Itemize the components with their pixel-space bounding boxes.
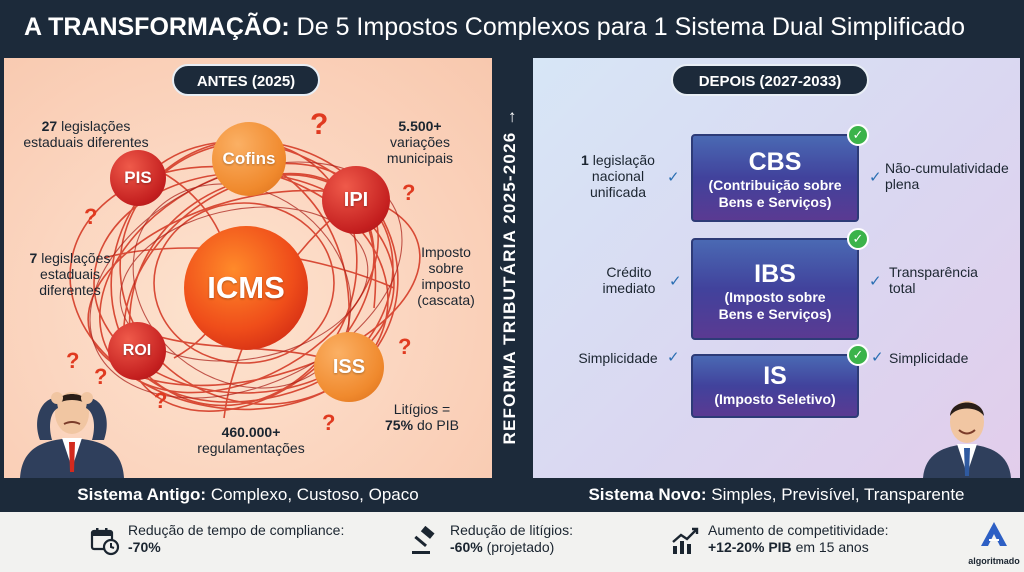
title-bold: A TRANSFORMAÇÃO: [24,13,290,41]
label-legislacao-unificada: 1 legislação nacional unificada [581,152,655,200]
brand-logo-icon [981,522,1007,546]
box-is: IS (Imposto Seletivo) [691,354,859,418]
growth-chart-icon [672,527,699,554]
check-mark-icon: ✓ [871,349,884,366]
calendar-clock-icon [90,528,120,556]
check-mark-icon: ✓ [669,273,682,290]
question-mark-icon: ? [94,364,108,389]
panel-before: ANTES (2025) 27 legislações estaduais di… [4,58,492,478]
label-simplicidade-left: Simplicidade [578,350,658,366]
question-mark-icon: ? [66,348,80,373]
divider-text: REFORMA TRIBUTÁRIA 2025-2026 → [500,107,519,445]
question-mark-icon: ? [84,204,98,229]
question-mark-icon: ? [398,334,412,359]
label-regulamentacoes: 460.000+regulamentações [197,424,305,456]
label-27-legislacoes: 27 legislações estaduais diferentes [23,118,149,150]
question-mark-icon: ? [310,108,329,141]
label-transparencia-total: Transparência total [889,264,978,296]
label-5500-variacoes: 5.500+ variações municipais [386,118,454,166]
check-icon: ✓ [847,124,869,146]
tax-bubble-icms: ICMS [184,226,308,350]
tax-bubble-ipi: IPI [322,166,390,234]
metric-competitividade: Aumento de competitividade:+12-20% PIB e… [708,522,889,555]
box-ibs: IBS (Imposto sobre Bens e Serviços) [691,238,859,340]
gavel-icon [412,526,435,554]
title-bar: A TRANSFORMAÇÃO: De 5 Impostos Complexos… [0,0,1024,56]
tax-bubble-cofins: Cofins [212,122,286,196]
check-mark-icon: ✓ [869,169,882,186]
brand-logo: algoritmado [968,518,1020,568]
tax-bubble-pis: PIS [110,150,166,206]
question-mark-icon: ? [402,180,416,205]
panel-after: DEPOIS (2027-2033) CBS (Contribuição sob… [533,58,1020,478]
title-rest: De 5 Impostos Complexos para 1 Sistema D… [296,13,966,41]
check-icon: ✓ [847,228,869,250]
label-simplicidade-right: Simplicidade [889,350,969,366]
tax-bubble-iss: ISS [314,332,384,402]
metric-litigios: Redução de litígios:-60% (projetado) [450,522,573,555]
label-cascata: Imposto sobre imposto (cascata) [417,244,475,308]
question-mark-icon: ? [154,388,168,413]
check-mark-icon: ✓ [667,169,680,186]
footer-old-system: Sistema Antigo: Complexo, Custoso, Opaco [77,485,419,504]
happy-man-icon [923,401,1011,478]
check-mark-icon: ✓ [869,273,882,290]
before-pill: ANTES (2025) [172,64,320,96]
divider-bar [492,58,533,478]
stressed-man-icon [20,392,124,478]
label-credito-imediato: Crédito imediato [602,264,656,296]
tax-bubble-roi: ROI [108,322,166,380]
label-nao-cumulatividade: Não-cumulatividade plena [885,160,1009,192]
metric-compliance: Redução de tempo de compliance:-70% [128,522,345,555]
box-cbs: CBS (Contribuição sobre Bens e Serviços) [691,134,859,222]
after-pill: DEPOIS (2027-2033) [671,64,869,96]
label-7-legislacoes: 7 legislações estaduais diferentes [29,250,111,298]
check-icon: ✓ [847,344,869,366]
label-litigios: Litígios =75% do PIB [385,401,459,433]
question-mark-icon: ? [322,410,336,435]
page-title: A TRANSFORMAÇÃO: De 5 Impostos Complexos… [24,13,965,42]
check-mark-icon: ✓ [667,349,680,366]
footer-new-system: Sistema Novo: Simples, Previsível, Trans… [588,485,965,504]
metrics-bar: Redução de tempo de compliance:-70% Redu… [0,512,1024,572]
